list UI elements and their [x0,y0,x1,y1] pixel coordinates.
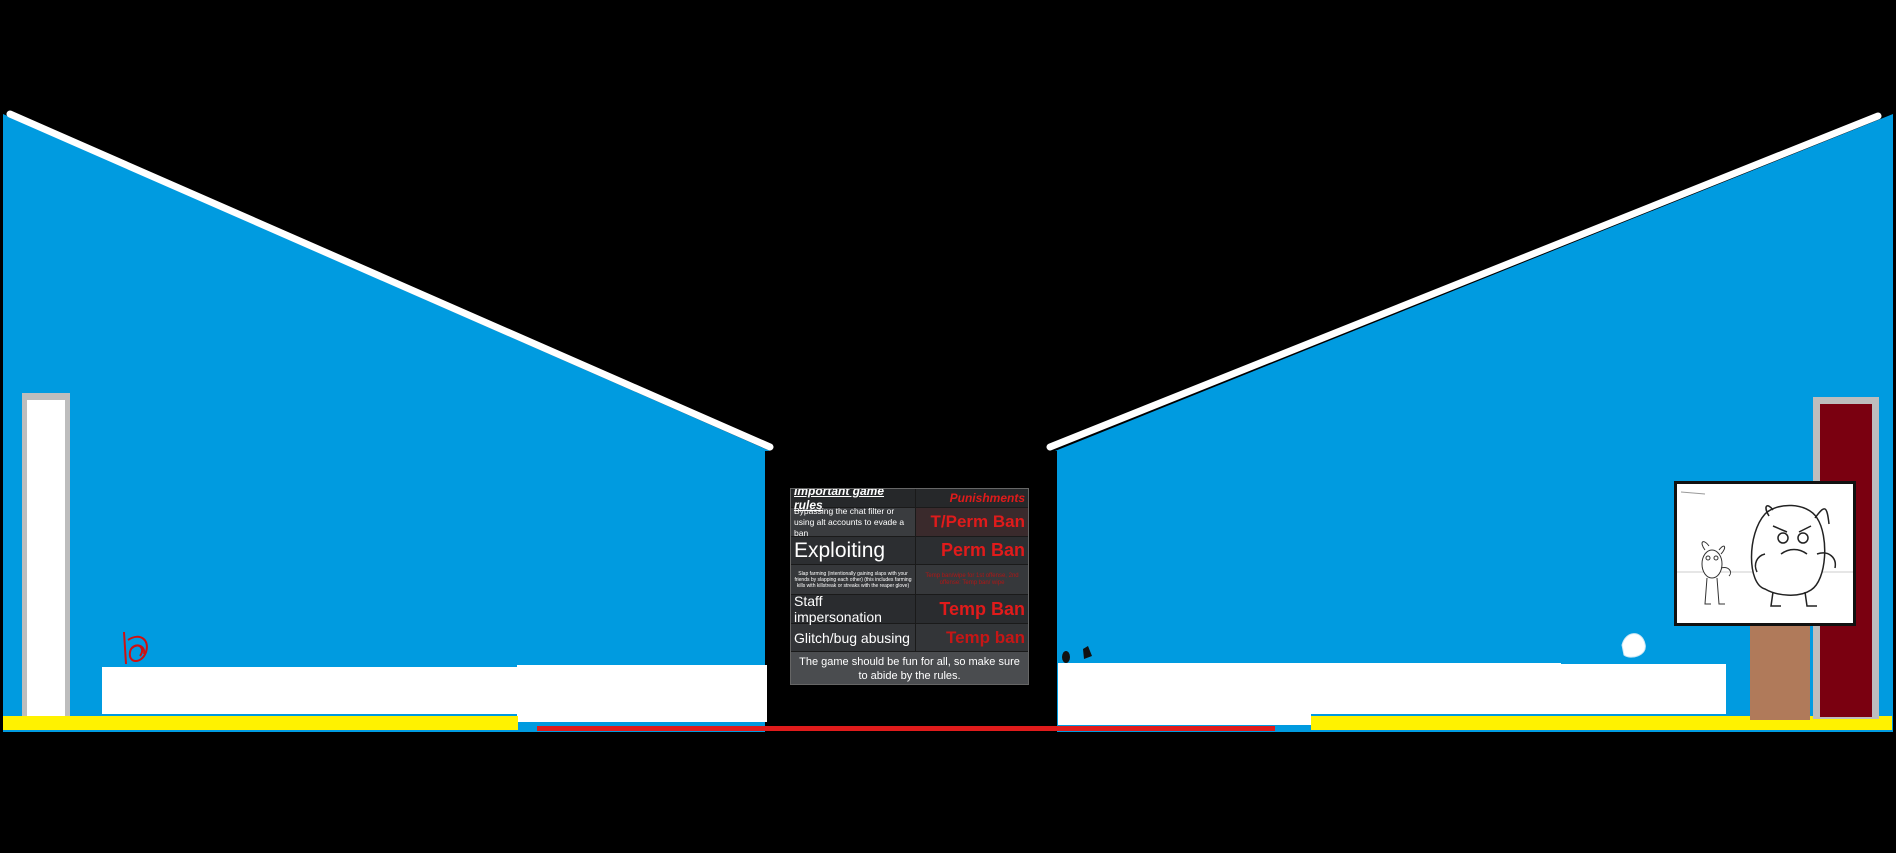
red-scribble-icon [123,631,148,665]
punishments-header-label: Punishments [949,491,1025,505]
rule-text: Slap farming (intentionally gaining slap… [791,565,916,594]
right-floor-trim [1311,716,1892,730]
rule-row: Slap farming (intentionally gaining slap… [791,565,1028,595]
rule-row: Exploiting Perm Ban [791,537,1028,565]
rules-board: Important game rules Punishments Bypassi… [790,488,1029,685]
rule-text: Staff impersonation [791,593,916,625]
right-roof-line [1046,112,1882,451]
rules-header-label: Important game rules [791,489,916,512]
rule-row: Staff impersonation Temp Ban [791,593,1028,625]
rule-text: Bypassing the chat filter or using alt a… [791,506,916,538]
punishment-text: Temp ban [945,627,1025,647]
poster-stand [1750,626,1810,720]
punishment-text: Perm Ban [940,540,1025,560]
punishment-text: Temp ban/wipe for 1st offense, 2nd offen… [925,572,1019,586]
rule-row: Bypassing the chat filter or using alt a… [791,506,1028,538]
center-floor-line [537,726,1275,731]
white-blob-icon [1621,633,1646,658]
left-roof-line [6,110,774,451]
cartoon-characters-poster [1674,481,1856,626]
rules-footer: The game should be fun for all, so make … [791,652,1028,684]
right-counter-1 [1058,663,1311,725]
punishment-text: Temp Ban [939,598,1025,619]
small-creature-icon [1701,541,1732,605]
left-wall [3,114,770,732]
poster-drawing [1677,491,1853,607]
left-counter-1 [102,667,522,714]
rules-header-row: Important game rules Punishments [791,489,1028,512]
big-creature-icon [1750,504,1837,607]
rule-text: Exploiting [791,537,916,564]
punishment-text: T/Perm Ban [916,508,1028,536]
right-counter-3 [1561,664,1726,714]
rule-text: Glitch/bug abusing [791,624,916,651]
left-counter-2 [517,665,767,722]
left-floor-trim [3,716,518,730]
right-counter-2 [1305,663,1561,714]
rule-row: Glitch/bug abusing Temp ban [791,624,1028,652]
left-door[interactable] [27,400,65,720]
small-black-figures-icon [1062,646,1092,663]
